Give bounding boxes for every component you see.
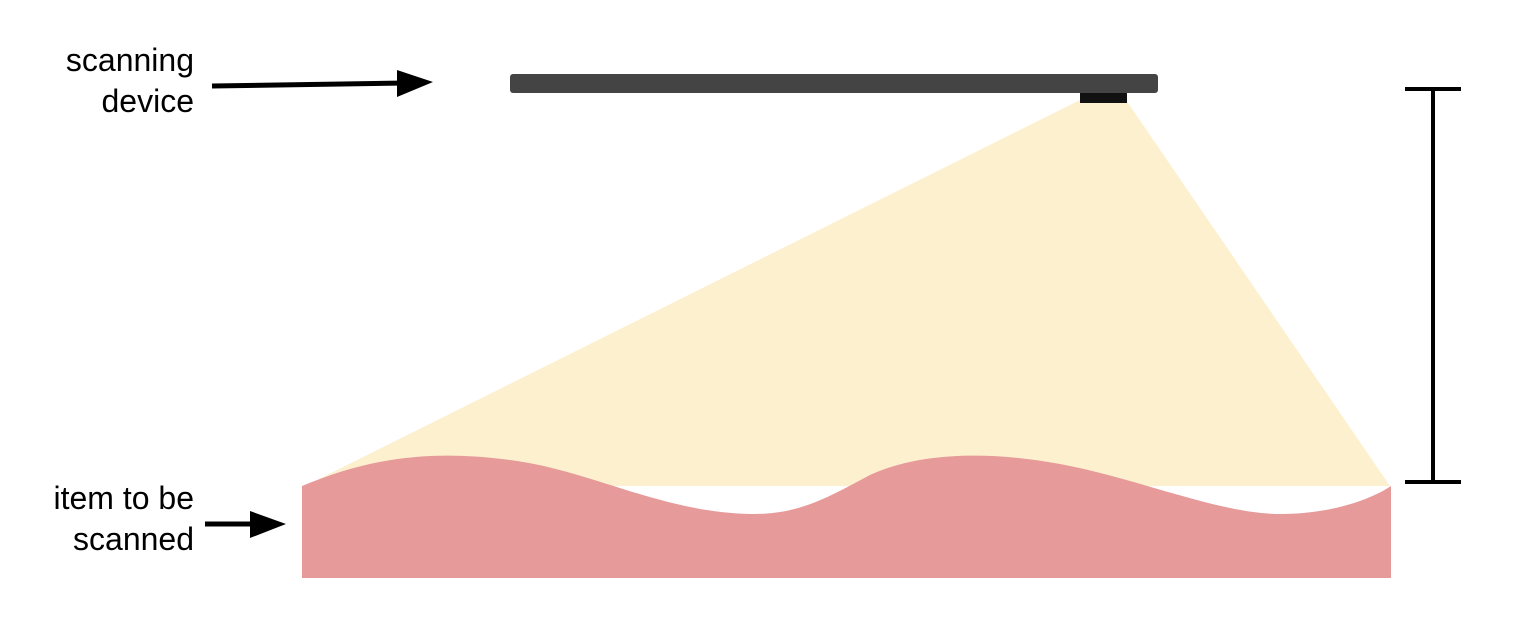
item-arrow [205, 511, 286, 538]
item-label-line-1: item to be [53, 480, 194, 516]
scanning-device-label-line-2: device [101, 83, 195, 119]
scanning-device-sensor [1080, 93, 1127, 103]
scanning-device-bar [510, 74, 1158, 93]
scanning-device-label: scanning device [66, 40, 194, 122]
scan-beam [305, 100, 1390, 486]
device-arrow [211, 70, 433, 97]
scanning-device-label-line-1: scanning [65, 42, 194, 78]
item-label-line-2: scanned [73, 521, 194, 557]
item-to-be-scanned-label: item to be scanned [53, 478, 194, 560]
scanned-item [302, 455, 1391, 578]
distance-marker [1405, 87, 1461, 484]
